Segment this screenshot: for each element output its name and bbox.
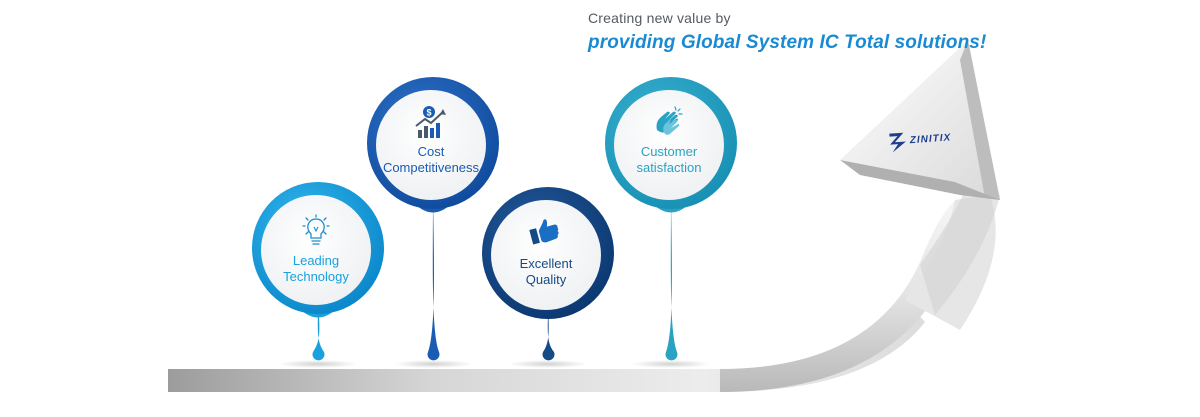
pin-label-line1: Excellent bbox=[519, 256, 573, 271]
pin-label-line2: Quality bbox=[525, 272, 567, 287]
zinitix-logo: ZINITIX bbox=[887, 125, 969, 159]
thumbs-up-icon bbox=[528, 213, 564, 249]
pin-label-line1: Cost bbox=[417, 144, 445, 159]
pin-label-excellent-quality: Excellent Quality bbox=[491, 256, 601, 288]
pin-label-line2: Competitiveness bbox=[382, 160, 480, 175]
pin-label-line1: Customer bbox=[640, 144, 698, 159]
svg-text:$: $ bbox=[426, 108, 431, 118]
pin-label-line2: satisfaction bbox=[636, 160, 702, 175]
lightbulb-icon bbox=[298, 214, 334, 250]
pin-label-line1: Leading bbox=[292, 253, 340, 268]
pin-customer-satisfaction bbox=[605, 77, 737, 361]
pin-excellent-quality bbox=[482, 187, 614, 361]
clapping-hands-icon bbox=[651, 104, 687, 140]
pin-cost-competitiveness bbox=[367, 77, 499, 361]
dollar-chart-icon: $ bbox=[413, 104, 449, 140]
pin-label-customer-satisfaction: Customer satisfaction bbox=[614, 144, 724, 176]
headline: Creating new value by providing Global S… bbox=[588, 10, 1008, 54]
headline-subtitle: Creating new value by bbox=[588, 10, 731, 26]
headline-title: providing Global System IC Total solutio… bbox=[588, 32, 987, 53]
logo-text: ZINITIX bbox=[909, 132, 952, 147]
zinitix-logo-icon bbox=[889, 132, 906, 153]
pin-label-leading-technology: Leading Technology bbox=[261, 253, 371, 285]
pin-label-cost-competitiveness: Cost Competitiveness bbox=[376, 144, 486, 176]
pin-label-line2: Technology bbox=[283, 269, 349, 284]
pin-leading-technology bbox=[252, 182, 384, 361]
